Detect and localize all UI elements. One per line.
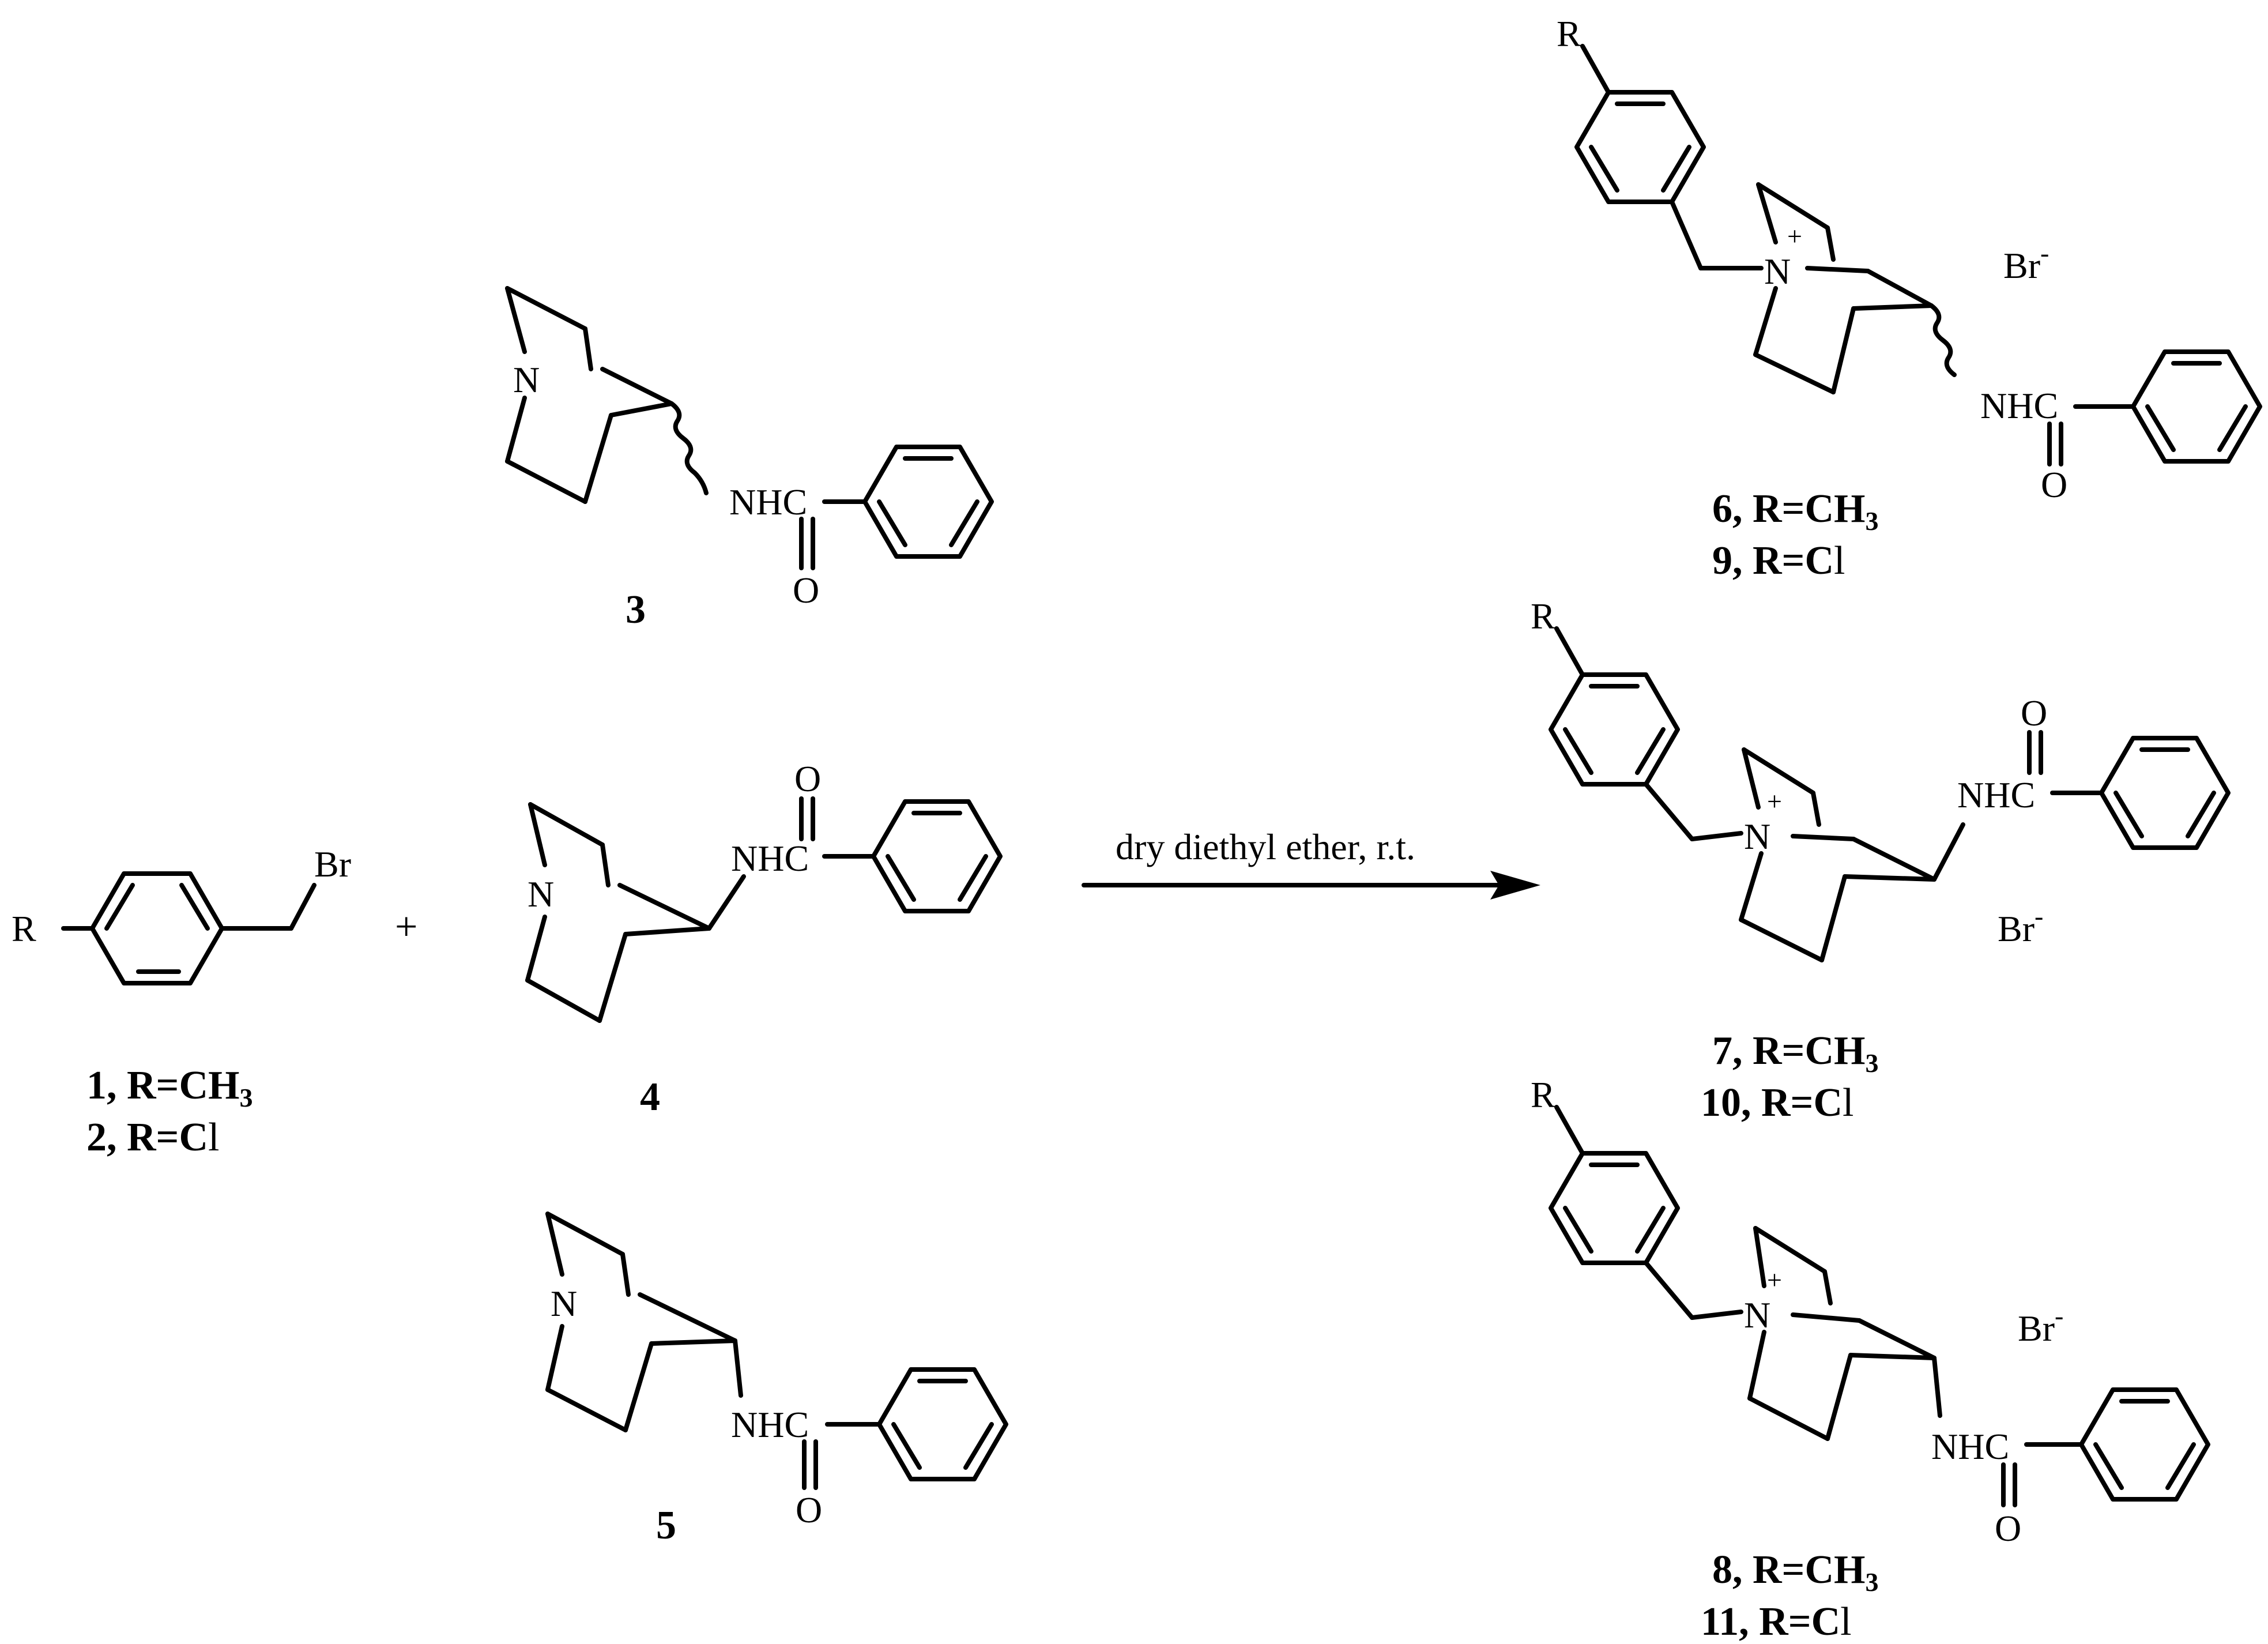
bromide-ion-label: Br- bbox=[2003, 238, 2049, 286]
carbonyl-oxygen-label: O bbox=[1995, 1508, 2021, 1549]
compound-4-structure: N NHC O 4 bbox=[525, 758, 1003, 1119]
carbonyl-oxygen-label: O bbox=[2021, 693, 2047, 733]
substituent-r-label: R bbox=[12, 908, 36, 949]
quaternary-nitrogen-label: N bbox=[1764, 251, 1791, 292]
bromide-ion-label: Br- bbox=[1998, 901, 2043, 949]
quaternary-nitrogen-label: N bbox=[1744, 816, 1770, 857]
amide-nh-label: NHC bbox=[731, 1404, 809, 1445]
positive-charge-label: + bbox=[1787, 221, 1802, 251]
bromine-atom-label: Br bbox=[314, 844, 351, 885]
compound-8-label: 8, R=CH3 bbox=[1712, 1548, 1878, 1597]
compound-9-label: 9, R=Cl bbox=[1712, 539, 1845, 583]
positive-charge-label: + bbox=[1767, 1265, 1782, 1295]
compound-6-label: 6, R=CH3 bbox=[1712, 487, 1878, 536]
substituent-r-label: R bbox=[1531, 1074, 1555, 1115]
carbonyl-oxygen-label: O bbox=[793, 570, 819, 611]
nitrogen-atom-label: N bbox=[513, 359, 540, 400]
amide-nh-label: NHC bbox=[1957, 774, 2035, 815]
compound-3-structure: N NHC O 3 bbox=[505, 286, 994, 632]
carbonyl-oxygen-label: O bbox=[794, 758, 821, 799]
amide-nh-label: NHC bbox=[731, 838, 809, 879]
substituent-r-label: R bbox=[1531, 596, 1555, 637]
compound-2-label: 2, R=Cl bbox=[86, 1115, 219, 1160]
nitrogen-atom-label: N bbox=[551, 1283, 577, 1324]
amide-nh-label: NHC bbox=[1931, 1426, 2009, 1467]
product-7-10-structure: R N + NHC O Br- 7, R=CH3 10, R=Cl bbox=[1531, 596, 2231, 1125]
compound-11-label: 11, R=Cl bbox=[1701, 1600, 1852, 1644]
product-6-9-structure: R N + Br- NHC O 6, R=CH3 9, R=Cl bbox=[1557, 13, 2262, 583]
carbonyl-oxygen-label: O bbox=[2041, 464, 2067, 505]
carbonyl-oxygen-label: O bbox=[796, 1489, 822, 1530]
bromide-ion-label: Br- bbox=[2018, 1301, 2063, 1349]
compound-3-label: 3 bbox=[626, 588, 646, 632]
compound-7-label: 7, R=CH3 bbox=[1712, 1029, 1878, 1078]
compound-5-structure: N NHC O 5 bbox=[545, 1212, 1008, 1548]
compound-10-label: 10, R=Cl bbox=[1701, 1081, 1853, 1125]
benzyl-bromide-structure: R Br 1, R=CH3 2, R=Cl bbox=[12, 844, 351, 1160]
compound-1-label: 1, R=CH3 bbox=[86, 1063, 253, 1112]
plus-sign: + bbox=[395, 905, 417, 949]
amide-nh-label: NHC bbox=[1980, 385, 2058, 426]
quaternary-nitrogen-label: N bbox=[1744, 1295, 1770, 1335]
product-8-11-structure: R N + Br- NHC O 8, R=CH3 11, R=Cl bbox=[1531, 1074, 2210, 1644]
amide-nh-label: NHC bbox=[729, 481, 807, 522]
reaction-arrow: dry diethyl ether, r.t. bbox=[1082, 826, 1540, 900]
substituent-r-label: R bbox=[1557, 13, 1581, 54]
compound-4-label: 4 bbox=[640, 1075, 660, 1119]
compound-5-label: 5 bbox=[656, 1503, 676, 1548]
positive-charge-label: + bbox=[1767, 787, 1782, 816]
reaction-conditions-label: dry diethyl ether, r.t. bbox=[1116, 826, 1415, 867]
nitrogen-atom-label: N bbox=[528, 874, 554, 915]
